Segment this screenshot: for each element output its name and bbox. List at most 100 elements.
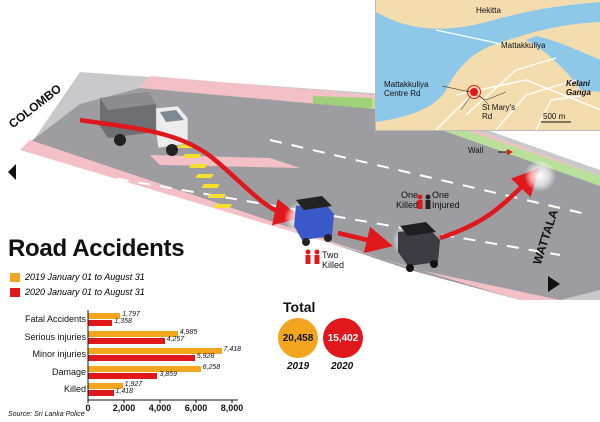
legend-item-2019: 2019 January 01 to August 31 xyxy=(10,272,145,282)
legend-swatch-2019 xyxy=(10,272,20,282)
map-label-centre-rd: Mattakkuliya Centre Rd xyxy=(384,80,429,98)
map-road xyxy=(465,57,557,116)
location-map: Hekitta Mattakkuliya Mattakkuliya Centre… xyxy=(375,0,600,131)
three-wheeler-roof xyxy=(296,196,332,210)
category-label: Killed xyxy=(63,384,86,394)
two-killed-label: Two Killed xyxy=(322,250,345,270)
collision-path xyxy=(79,117,302,226)
legend-label-2020: 2020 January 01 to August 31 xyxy=(25,287,145,297)
map-road xyxy=(535,94,587,130)
truck-wheel xyxy=(114,134,126,146)
bar-value-label: 1,927 xyxy=(124,381,143,388)
impact-flash xyxy=(524,160,556,192)
bar-2019 xyxy=(88,330,178,337)
legend-swatch-2020 xyxy=(10,287,20,297)
one-injured-label: One Injured xyxy=(432,190,460,210)
bar-2019 xyxy=(88,383,123,389)
map-label-hekitta: Hekitta xyxy=(476,6,501,15)
crossing-stripe xyxy=(207,194,226,198)
legend-item-2020: 2020 January 01 to August 31 xyxy=(10,287,145,297)
category-label: Damage xyxy=(51,366,86,377)
x-tick-0: 0 xyxy=(85,403,91,413)
bar-value-label: 4,985 xyxy=(179,328,198,336)
total-2020-year: 2020 xyxy=(331,361,354,372)
map-leader-line xyxy=(479,95,489,105)
one-killed-label: One Killed xyxy=(395,190,418,210)
legend-label-2019: 2019 January 01 to August 31 xyxy=(25,272,145,282)
crossing-stripe xyxy=(213,204,233,208)
three-wheeler-wheel xyxy=(302,238,310,246)
x-tick-8000: 8,000 xyxy=(220,403,244,413)
wattala-arrow-icon xyxy=(548,276,560,292)
collision-path xyxy=(337,226,394,254)
bar-2020 xyxy=(88,372,158,379)
total-2019-circle: 20,458 xyxy=(278,318,318,358)
truck-wheel xyxy=(166,144,178,156)
bar-value-label: 7,418 xyxy=(223,346,242,353)
bar-value-label: 5,928 xyxy=(196,353,215,360)
bar-value-label: 6,258 xyxy=(202,363,221,371)
three-wheeler-wheel xyxy=(406,264,414,272)
truck-windshield xyxy=(160,110,184,122)
x-tick-6000: 6,000 xyxy=(184,403,208,413)
person-injured-icon xyxy=(425,194,431,209)
x-tick-4000: 4,000 xyxy=(148,403,172,413)
three-wheeler-dark xyxy=(398,222,440,272)
wall-label: Wall xyxy=(468,146,484,155)
map-label-river: Kelani Ganga xyxy=(566,79,591,97)
bar-2020 xyxy=(88,355,195,361)
crossing-stripe xyxy=(201,184,220,188)
bar-value-label: 3,859 xyxy=(159,370,177,378)
total-2020-circle: 15,402 xyxy=(323,318,363,358)
total-2019-year: 2019 xyxy=(287,361,310,372)
three-wheeler-roof xyxy=(400,222,436,236)
three-wheeler-wheel xyxy=(324,234,332,242)
bar-value-label: 1,797 xyxy=(122,311,140,318)
person-icons-killed-injured xyxy=(417,194,431,209)
colombo-arrow-icon xyxy=(8,164,16,180)
three-wheeler-blue xyxy=(294,196,334,246)
map-label-scale: 500 m xyxy=(543,112,566,121)
three-wheeler-body xyxy=(294,202,334,240)
chart-title: Road Accidents xyxy=(8,235,185,262)
median xyxy=(150,155,300,168)
person-killed-icon xyxy=(417,194,423,209)
map-road xyxy=(435,29,507,46)
lane-line-2 xyxy=(269,139,591,216)
crossing-stripe xyxy=(182,154,202,158)
bar-value-label: 4,257 xyxy=(166,335,185,343)
three-wheeler-wheel xyxy=(430,260,438,268)
person-killed-icon xyxy=(305,249,311,264)
map-drawing xyxy=(376,2,600,130)
map-road xyxy=(455,79,600,111)
bar-2020 xyxy=(88,320,113,326)
total-title: Total xyxy=(283,299,316,315)
category-label: Minor injuries xyxy=(32,349,86,359)
category-label: Fatal Accidents xyxy=(24,314,86,324)
lane-markings xyxy=(94,139,591,256)
map-label-st-marys: St Mary's Rd xyxy=(482,103,516,121)
bar-2020 xyxy=(88,390,114,396)
crossing-stripe xyxy=(189,164,208,168)
bar-value-label: 1,418 xyxy=(115,388,134,395)
bar-2019 xyxy=(88,365,201,372)
category-label: Serious injuries xyxy=(24,331,86,342)
total-2019-value: 20,458 xyxy=(282,332,314,344)
total-2020-value: 15,402 xyxy=(327,332,359,344)
bar-2019 xyxy=(88,313,121,319)
truck-cargo-top xyxy=(100,92,156,110)
river-channel xyxy=(526,36,600,92)
crossing-stripe xyxy=(195,174,214,178)
bar-2020 xyxy=(88,337,165,344)
person-killed-icon xyxy=(314,249,320,264)
bar-2019 xyxy=(88,348,222,354)
three-wheeler-body xyxy=(398,228,440,266)
accident-location-icon xyxy=(467,85,481,99)
near-sidewalk xyxy=(20,140,560,300)
x-tick-2000: 2,000 xyxy=(112,403,136,413)
collision-path xyxy=(439,168,540,241)
bar-value-label: 1,358 xyxy=(114,318,132,325)
river xyxy=(376,2,600,122)
